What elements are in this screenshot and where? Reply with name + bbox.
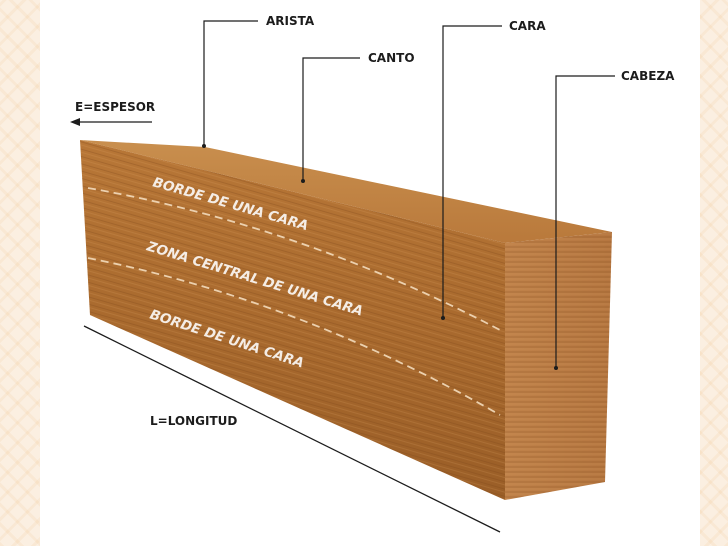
label-cara: CARA	[509, 19, 546, 33]
label-longitud: L=LONGITUD	[150, 414, 237, 428]
beam-side-grain	[80, 140, 505, 500]
leader-cabeza	[555, 75, 615, 368]
espesor-arrowhead	[70, 118, 80, 126]
leader-arista	[203, 20, 258, 146]
dashed-zone-line-lower	[87, 257, 501, 416]
label-canto: CANTO	[368, 51, 415, 65]
longitud-line	[83, 325, 501, 533]
leader-cara	[442, 25, 502, 318]
leader-canto	[302, 57, 360, 181]
label-arista: ARISTA	[266, 14, 315, 28]
beam-end-grain	[505, 232, 612, 500]
beam-top-face	[80, 140, 612, 243]
label-cabeza: CABEZA	[621, 69, 675, 83]
dashed-zone-line-upper	[87, 187, 501, 331]
label-espesor: E=ESPESOR	[75, 100, 155, 114]
